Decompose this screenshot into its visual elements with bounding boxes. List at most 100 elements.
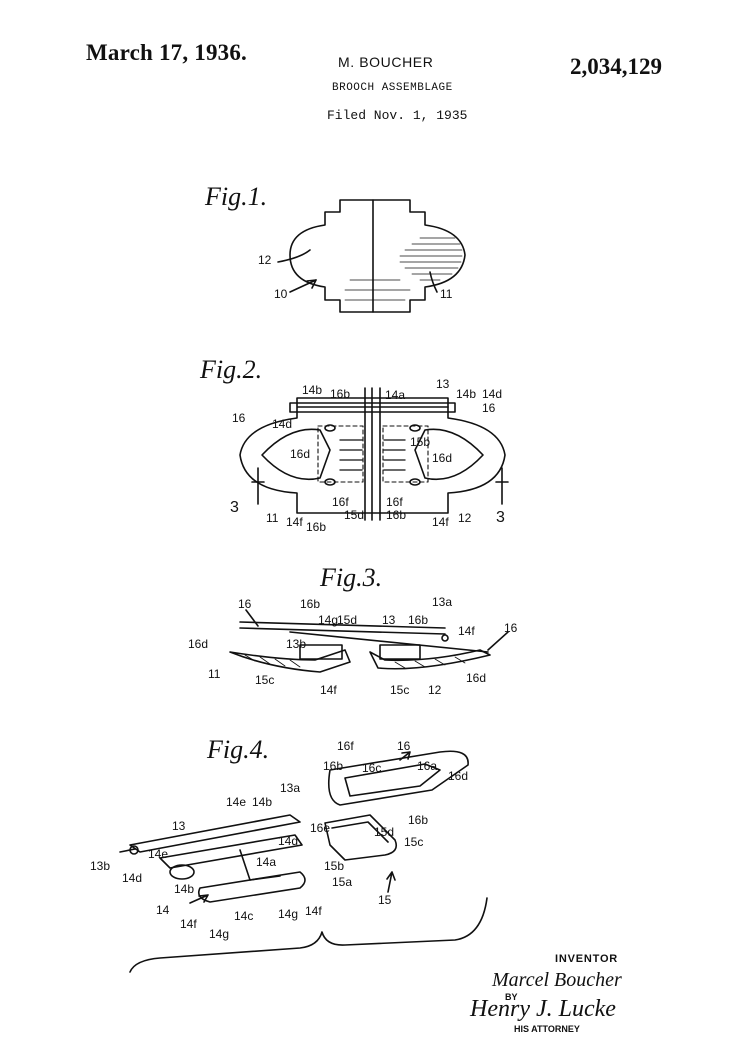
fig2-label-16d-right: 16d xyxy=(432,451,452,465)
fig4-label-16c: 16c xyxy=(362,761,381,775)
fig2-label-15b: 15b xyxy=(410,435,430,449)
fig4-label-15a: 15a xyxy=(332,875,352,889)
fig4-label-14: 14 xyxy=(156,903,170,917)
fig4-part-14b xyxy=(170,865,194,879)
fig3-right-clip xyxy=(380,645,420,659)
fig4-label-13: 13 xyxy=(172,819,186,833)
fig1-label-12: 12 xyxy=(258,253,272,267)
fig2-label-16-left: 16 xyxy=(232,411,246,425)
fig3-label-14f-bottom: 14f xyxy=(320,683,337,697)
fig4-pin-tip xyxy=(120,849,135,852)
fig3-label-12: 12 xyxy=(428,683,442,697)
inventor-label: INVENTOR xyxy=(555,953,618,965)
fig4-label-14d-right: 14d xyxy=(278,834,298,848)
fig2-label-14b-left: 14b xyxy=(302,383,322,397)
fig3-hinge-right xyxy=(442,635,448,641)
fig3-label-16d-right: 16d xyxy=(466,671,486,685)
fig2-label-14d-left: 14d xyxy=(272,417,292,431)
fig3-left-body xyxy=(230,650,350,672)
fig4-label-16e: 16e xyxy=(310,821,330,835)
leader-10 xyxy=(290,280,316,292)
fig1-label-11: 11 xyxy=(440,287,453,301)
fig2-label-16f-left: 16f xyxy=(332,495,349,509)
fig4-label-16b-right: 16b xyxy=(408,813,428,827)
fig4-label-16d: 16d xyxy=(448,769,468,783)
fig3-label-13b: 13b xyxy=(286,637,306,651)
fig2-label-16b-br: 16b xyxy=(386,508,406,522)
fig3-label-13a: 13a xyxy=(432,595,452,609)
fig3-label-14f-top: 14f xyxy=(458,624,475,638)
fig4-label-16a: 16a xyxy=(417,759,437,773)
figure-3: Fig.3. 16 16b 14g 15d 13 13a 16b 14f 16 … xyxy=(188,563,518,697)
fig2-label-15d: 15d xyxy=(344,508,364,522)
fig4-label-14e-left: 14e xyxy=(148,847,168,861)
figure-4: Fig.4. 16f 16 16b 16c 16a 16d 16e 16b 13… xyxy=(90,735,487,972)
signature-block: INVENTOR Marcel Boucher BY Henry J. Luck… xyxy=(469,953,622,1034)
fig3-label-15d: 15d xyxy=(337,613,357,627)
fig4-label-15b: 15b xyxy=(324,859,344,873)
fig3-left-clip xyxy=(300,645,342,659)
fig3-label-16-right: 16 xyxy=(504,621,518,635)
fig2-label-14a: 14a xyxy=(385,388,405,402)
fig2-label-11: 11 xyxy=(266,511,279,525)
fig4-label-14b-bottom: 14b xyxy=(174,882,194,896)
fig2-label-12: 12 xyxy=(458,511,472,525)
fig1-title: Fig.1. xyxy=(204,182,267,211)
attorney-label: HIS ATTORNEY xyxy=(514,1024,580,1034)
fig4-label-14e-right: 14e xyxy=(226,795,246,809)
fig4-label-14c: 14c xyxy=(234,909,253,923)
figure-1: Fig.1. 12 10 11 xyxy=(204,182,465,312)
fig4-label-16f: 16f xyxy=(337,739,354,753)
inventor-signature: Marcel Boucher xyxy=(491,969,622,991)
fig4-label-15c: 15c xyxy=(404,835,423,849)
fig2-section-3-right: 3 xyxy=(496,509,505,526)
fig3-label-11: 11 xyxy=(208,667,221,681)
fig1-label-10: 10 xyxy=(274,287,288,301)
fig2-section-3-left: 3 xyxy=(230,499,239,516)
fig4-label-13b: 13b xyxy=(90,859,110,873)
fig3-label-16b-left: 16b xyxy=(300,597,320,611)
fig3-label-14g: 14g xyxy=(318,613,338,627)
fig4-label-13a: 13a xyxy=(280,781,300,795)
fig3-label-16-left: 16 xyxy=(238,597,252,611)
fig3-leader-16-left xyxy=(246,610,258,626)
fig4-label-14b-top: 14b xyxy=(252,795,272,809)
fig2-label-16f-right: 16f xyxy=(386,495,403,509)
fig3-label-13: 13 xyxy=(382,613,396,627)
fig2-label-16b-bl: 16b xyxy=(306,520,326,534)
fig2-title: Fig.2. xyxy=(199,355,262,384)
fig2-label-14d-right: 14d xyxy=(482,387,502,401)
fig4-label-14f-left: 14f xyxy=(180,917,197,931)
fig4-arrow-16 xyxy=(400,752,410,760)
fig2-label-13: 13 xyxy=(436,377,450,391)
fig4-label-14d-left: 14d xyxy=(122,871,142,885)
fig3-pin-top-2 xyxy=(240,628,445,634)
fig4-label-15: 15 xyxy=(378,893,392,907)
fig4-label-16: 16 xyxy=(397,739,411,753)
fig4-label-15d: 15d xyxy=(374,825,394,839)
fig4-arrow-14 xyxy=(190,895,208,903)
fig2-label-16-right: 16 xyxy=(482,401,496,415)
fig4-title: Fig.4. xyxy=(206,735,269,764)
fig2-label-14f-left: 14f xyxy=(286,515,303,529)
leader-12 xyxy=(278,250,310,262)
fig4-label-14g-left: 14g xyxy=(209,927,229,941)
leader-11 xyxy=(430,272,437,292)
fig3-label-16d-left: 16d xyxy=(188,637,208,651)
fig3-title: Fig.3. xyxy=(319,563,382,592)
fig4-part-14-bottom xyxy=(199,872,305,902)
fig3-label-15c-left: 15c xyxy=(255,673,274,687)
fig2-label-14f-right: 14f xyxy=(432,515,449,529)
fig3-label-16b-right: 16b xyxy=(408,613,428,627)
fig2-label-14b-right: 14b xyxy=(456,387,476,401)
fig4-label-16b-top: 16b xyxy=(323,759,343,773)
fig4-arrow-15 xyxy=(387,872,395,892)
attorney-signature: Henry J. Lucke xyxy=(469,996,616,1022)
fig4-label-14f-right: 14f xyxy=(305,904,322,918)
fig2-label-16b-top: 16b xyxy=(330,387,350,401)
fig4-label-14a: 14a xyxy=(256,855,276,869)
fig2-hinge-tl xyxy=(325,425,335,431)
fig2-label-16d-left: 16d xyxy=(290,447,310,461)
figure-2: Fig.2. 14b 16b 1 xyxy=(199,355,508,534)
